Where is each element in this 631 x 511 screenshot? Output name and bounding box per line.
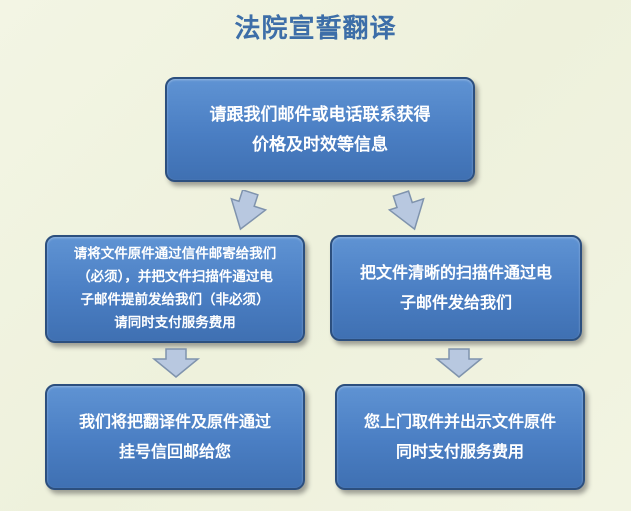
step-mail-line4: 请同时支付服务费用	[114, 315, 236, 331]
step-email-line2: 子邮件发给我们	[399, 293, 512, 312]
step-contact-line1: 请跟我们邮件或电话联系获得	[209, 104, 431, 125]
step-mail-line3: 子邮件提前发给我们（非必须）	[80, 292, 270, 308]
arrow-down-icon	[151, 348, 201, 378]
page-title: 法院宣誓翻译	[234, 14, 397, 44]
step-mail-line1: 请将文件原件通过信件邮寄给我们	[73, 246, 277, 262]
step-email-line1: 把文件清晰的扫描件通过电	[359, 263, 552, 282]
arrow-down-right-icon	[387, 190, 425, 231]
step-mail-line2: （必须），并把文件扫描件通过电	[77, 269, 273, 285]
step-return-line1: 我们将把翻译件及原件通过	[78, 412, 271, 431]
step-pickup-line1: 您上门取件并出示文件原件	[363, 412, 556, 431]
step-return-line2: 挂号信回邮给您	[118, 442, 231, 461]
step-contact-box: 请跟我们邮件或电话联系获得 价格及时效等信息	[165, 77, 475, 182]
step-return-mail-box: 我们将把翻译件及原件通过 挂号信回邮给您	[45, 384, 305, 490]
step-contact-line2: 价格及时效等信息	[252, 134, 388, 155]
arrow-down-left-icon	[230, 190, 268, 231]
step-pickup-line2: 同时支付服务费用	[395, 442, 524, 461]
arrow-down-icon	[434, 348, 484, 378]
step-mail-original-box: 请将文件原件通过信件邮寄给我们 （必须），并把文件扫描件通过电 子邮件提前发给我…	[45, 235, 305, 343]
step-email-scan-box: 把文件清晰的扫描件通过电 子邮件发给我们	[330, 235, 582, 341]
step-pickup-box: 您上门取件并出示文件原件 同时支付服务费用	[335, 384, 585, 490]
